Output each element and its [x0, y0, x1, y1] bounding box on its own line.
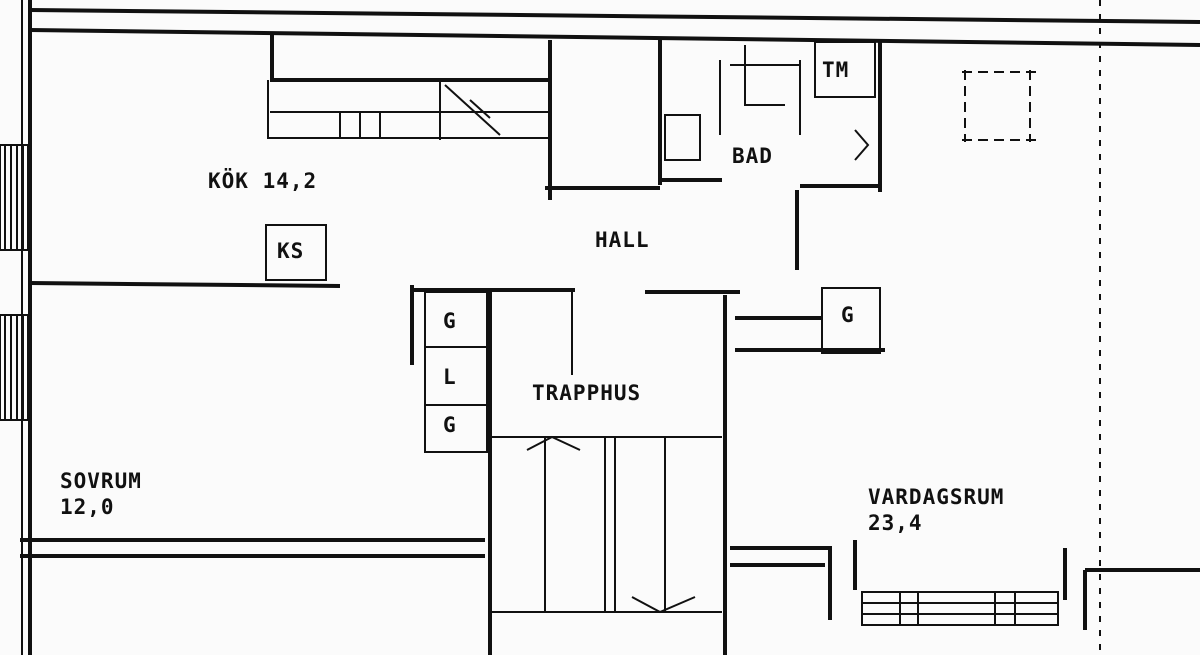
right-closet-walls: [735, 287, 885, 354]
closet-label: G: [841, 303, 855, 327]
outer-walls: [21, 0, 1200, 655]
interior-walls: [29, 40, 1040, 288]
left-windows: [0, 144, 29, 421]
hall-label: HALL: [595, 228, 650, 252]
ks-label: KS: [277, 239, 304, 263]
bedroom-area: 12,0: [60, 495, 115, 519]
kitchen-counters: [267, 35, 552, 200]
tm-label: TM: [822, 58, 849, 82]
bottom-walls: [20, 538, 1200, 630]
living-room-label: VARDAGSRUM: [868, 485, 1004, 509]
living-room-area: 23,4: [868, 511, 923, 535]
stairwell-walls: [410, 285, 740, 655]
bedroom-label: SOVRUM: [60, 469, 142, 493]
closet-label: G: [443, 309, 457, 333]
kitchen-label: KÖK 14,2: [208, 168, 317, 193]
closet-label: L: [443, 365, 457, 389]
bathroom-label: BAD: [732, 144, 773, 168]
closet-label: G: [443, 413, 457, 437]
stairwell-label: TRAPPHUS: [532, 381, 641, 405]
